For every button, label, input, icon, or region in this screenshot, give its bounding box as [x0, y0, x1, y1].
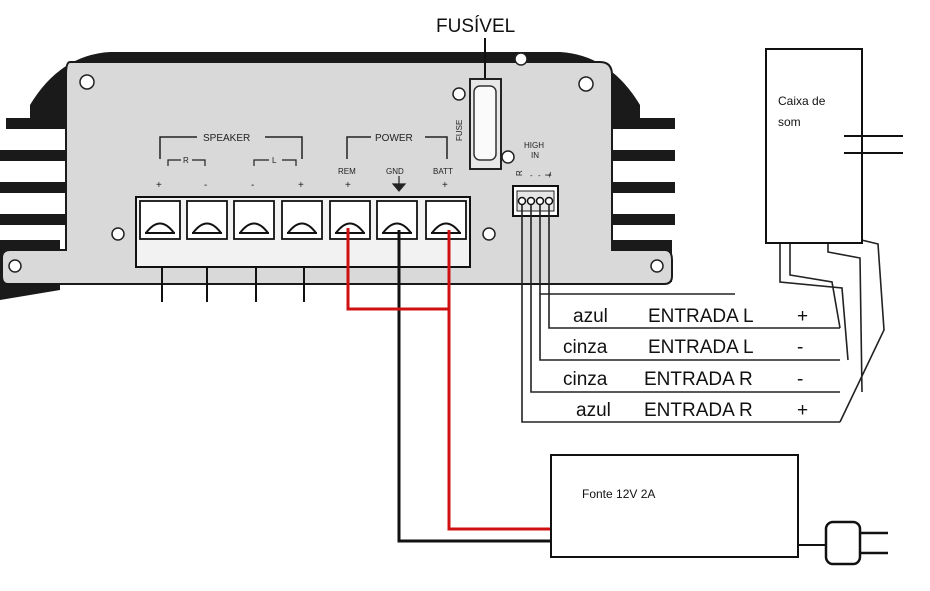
amp-terminal-labels: SPEAKER R L POWER REM GND BATT + - - + +…	[156, 133, 453, 192]
speaker-box-label-line2: som	[778, 115, 801, 129]
power-wiring	[346, 228, 551, 543]
screw-hole	[8, 259, 22, 273]
fuse-label: FUSE	[455, 120, 464, 141]
terminal-sign: +	[442, 180, 448, 191]
screw-hole	[482, 227, 496, 241]
wire-label-row: cinza ENTRADA L -	[563, 337, 803, 358]
high-in-sign: +	[547, 171, 552, 180]
terminal-sign: +	[298, 180, 304, 191]
wire-label-row: azul ENTRADA L +	[573, 306, 808, 327]
wire-sign-label: -	[797, 369, 803, 390]
high-in-label: HIGH	[524, 141, 544, 150]
batt-wire	[447, 230, 551, 531]
screw-terminal	[329, 200, 371, 240]
high-in-connector: HIGH IN R L - - +	[512, 141, 559, 217]
high-in-r-label: R	[515, 170, 524, 176]
batt-label: BATT	[433, 167, 453, 176]
speaker-label: SPEAKER	[203, 133, 250, 144]
screw-hole	[79, 74, 95, 90]
gnd-label: GND	[386, 167, 404, 176]
fuse: FUSÍVEL FUSE	[436, 16, 515, 170]
speaker-output-wires	[161, 267, 305, 302]
wire-color-label: cinza	[563, 337, 608, 358]
high-in-l-label: L	[544, 171, 553, 176]
speaker-r-label: R	[183, 156, 189, 165]
wire-entrada-label: ENTRADA L	[648, 306, 754, 327]
screw-terminal	[281, 200, 323, 240]
screw-hole	[111, 227, 125, 241]
wire-color-label: azul	[573, 306, 608, 327]
screw-hole	[501, 150, 515, 164]
wire-entrada-label: ENTRADA L	[648, 337, 754, 358]
power-label: POWER	[375, 133, 413, 144]
terminal-sign: +	[345, 180, 351, 191]
wire-entrada-label: ENTRADA R	[644, 369, 753, 390]
screw-hole	[452, 87, 466, 101]
rem-label: REM	[338, 167, 356, 176]
fuse-title: FUSÍVEL	[436, 16, 515, 37]
screw-hole	[650, 259, 664, 273]
screw-hole	[514, 52, 528, 66]
wire-entrada-label: ENTRADA R	[644, 400, 753, 421]
screw-hole	[578, 76, 594, 92]
terminal-sign: -	[251, 180, 254, 191]
wire-label-row: azul ENTRADA R +	[576, 400, 808, 421]
high-in-sign: -	[530, 171, 533, 180]
high-in-label: IN	[531, 151, 539, 160]
high-in-sign: -	[538, 171, 541, 180]
terminal-sign: -	[204, 180, 207, 191]
terminal-block	[135, 196, 471, 268]
gnd-wire	[397, 230, 551, 543]
wire-sign-label: +	[797, 400, 808, 421]
terminal-sign: +	[156, 180, 162, 191]
speaker-box-label-line1: Caixa de	[778, 94, 826, 108]
screw-terminal	[233, 200, 275, 240]
screw-terminal	[186, 200, 228, 240]
speaker-box: Caixa de som	[765, 48, 903, 244]
wire-color-label: azul	[576, 400, 611, 421]
wire-color-label: cinza	[563, 369, 608, 390]
power-supply: Fonte 12V 2A	[550, 454, 888, 566]
ground-icon	[391, 176, 407, 192]
screw-terminal	[139, 200, 181, 240]
speaker-l-label: L	[272, 156, 277, 165]
wire-label-row: cinza ENTRADA R -	[563, 369, 803, 390]
screw-terminal	[376, 200, 418, 240]
wire-sign-label: +	[797, 306, 808, 327]
rem-batt-jumper	[346, 228, 449, 311]
wire-sign-label: -	[797, 337, 803, 358]
screw-terminal	[425, 200, 467, 240]
plug-icon	[824, 520, 888, 566]
power-supply-label: Fonte 12V 2A	[582, 487, 655, 501]
